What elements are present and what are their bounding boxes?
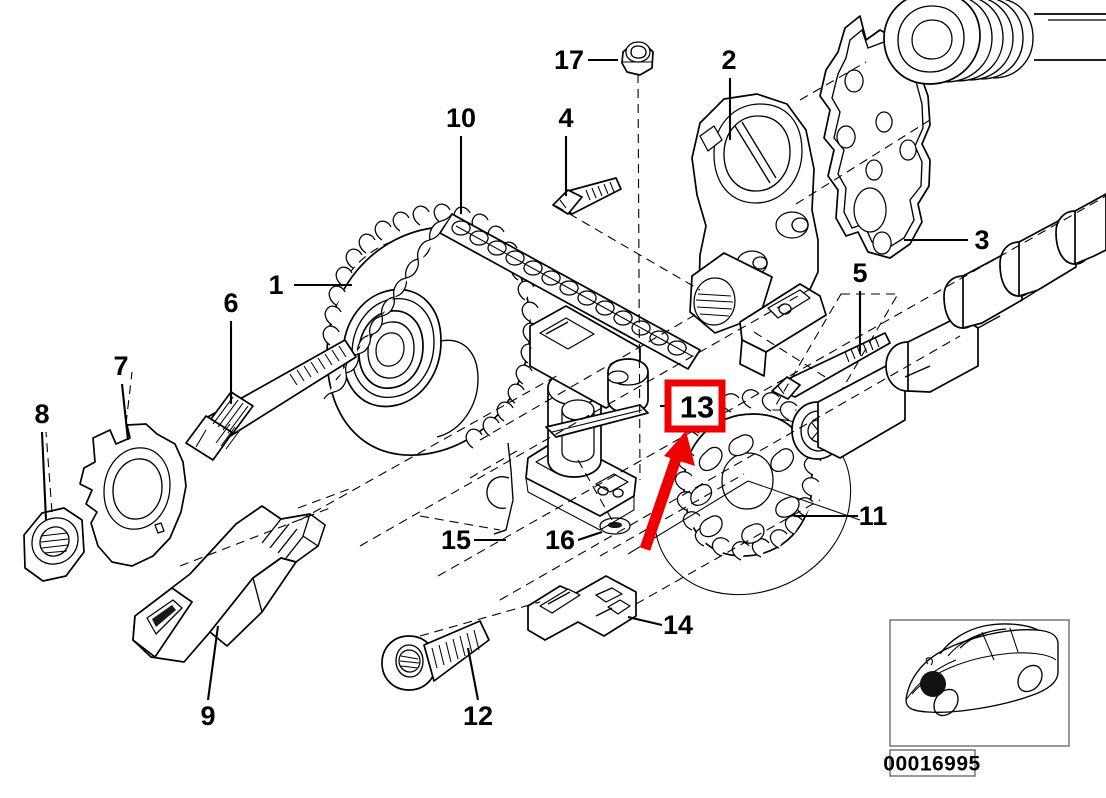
highlight-annotation: 13 [639,379,726,551]
part-9-solenoid-valve [132,505,326,663]
camshaft [791,193,1106,460]
assembly-plane-5 [772,293,899,411]
callout-15: 15 [441,525,471,555]
callout-16: 16 [545,525,575,555]
callout-1: 1 [268,270,283,300]
callout-6: 6 [223,288,238,318]
callout-11: 11 [859,501,888,531]
callout-10: 10 [446,103,476,133]
part-12-torx-pan-head-bolt [381,620,490,691]
highlight-arrow [639,431,695,551]
part-15-retaining-spring [486,442,514,535]
part-5-stud-bolt [771,332,891,400]
callout-3: 3 [974,225,989,255]
part-6-long-shoulder-bolt [185,339,357,461]
part-17-flange-lock-nut [621,41,654,76]
highlight-box [664,379,726,433]
ribbed-pulley-shaft [883,0,1106,85]
car-outline-icon [905,623,1059,717]
assembly-axis-lines [45,61,1106,637]
highlight-label: 13 [680,390,714,425]
part-13-sprocket-hub-adjuster [525,305,649,531]
part-14-chain-guide-rail [527,575,637,641]
part-4-hex-bolt [552,177,622,215]
callout-numbers: 1 2 3 4 5 6 7 8 9 10 11 12 14 15 16 17 [34,45,989,731]
part-7-impulse-wheel [79,423,187,567]
callout-8: 8 [34,399,49,429]
callout-14: 14 [663,610,693,640]
callout-9: 9 [200,701,215,731]
callout-5: 5 [852,258,867,288]
part-3-gasket [819,15,931,259]
inset-number-frame [889,749,976,777]
callout-2: 2 [721,45,736,75]
callout-17: 17 [554,45,584,75]
inset-diagram-number: 00016995 [883,753,980,776]
inset-frame [889,619,1070,747]
location-marker-dot [920,671,946,697]
callout-7: 7 [113,351,128,381]
vehicle-locator-inset: 00016995 [883,619,1070,777]
part-8-hex-nut [23,507,85,582]
callout-4: 4 [558,103,573,133]
callout-12: 12 [463,701,493,731]
part-1-timing-chain-sprocket [322,203,540,456]
part-16-sealing-washer [599,517,631,535]
part-2-vanos-housing [689,93,827,377]
